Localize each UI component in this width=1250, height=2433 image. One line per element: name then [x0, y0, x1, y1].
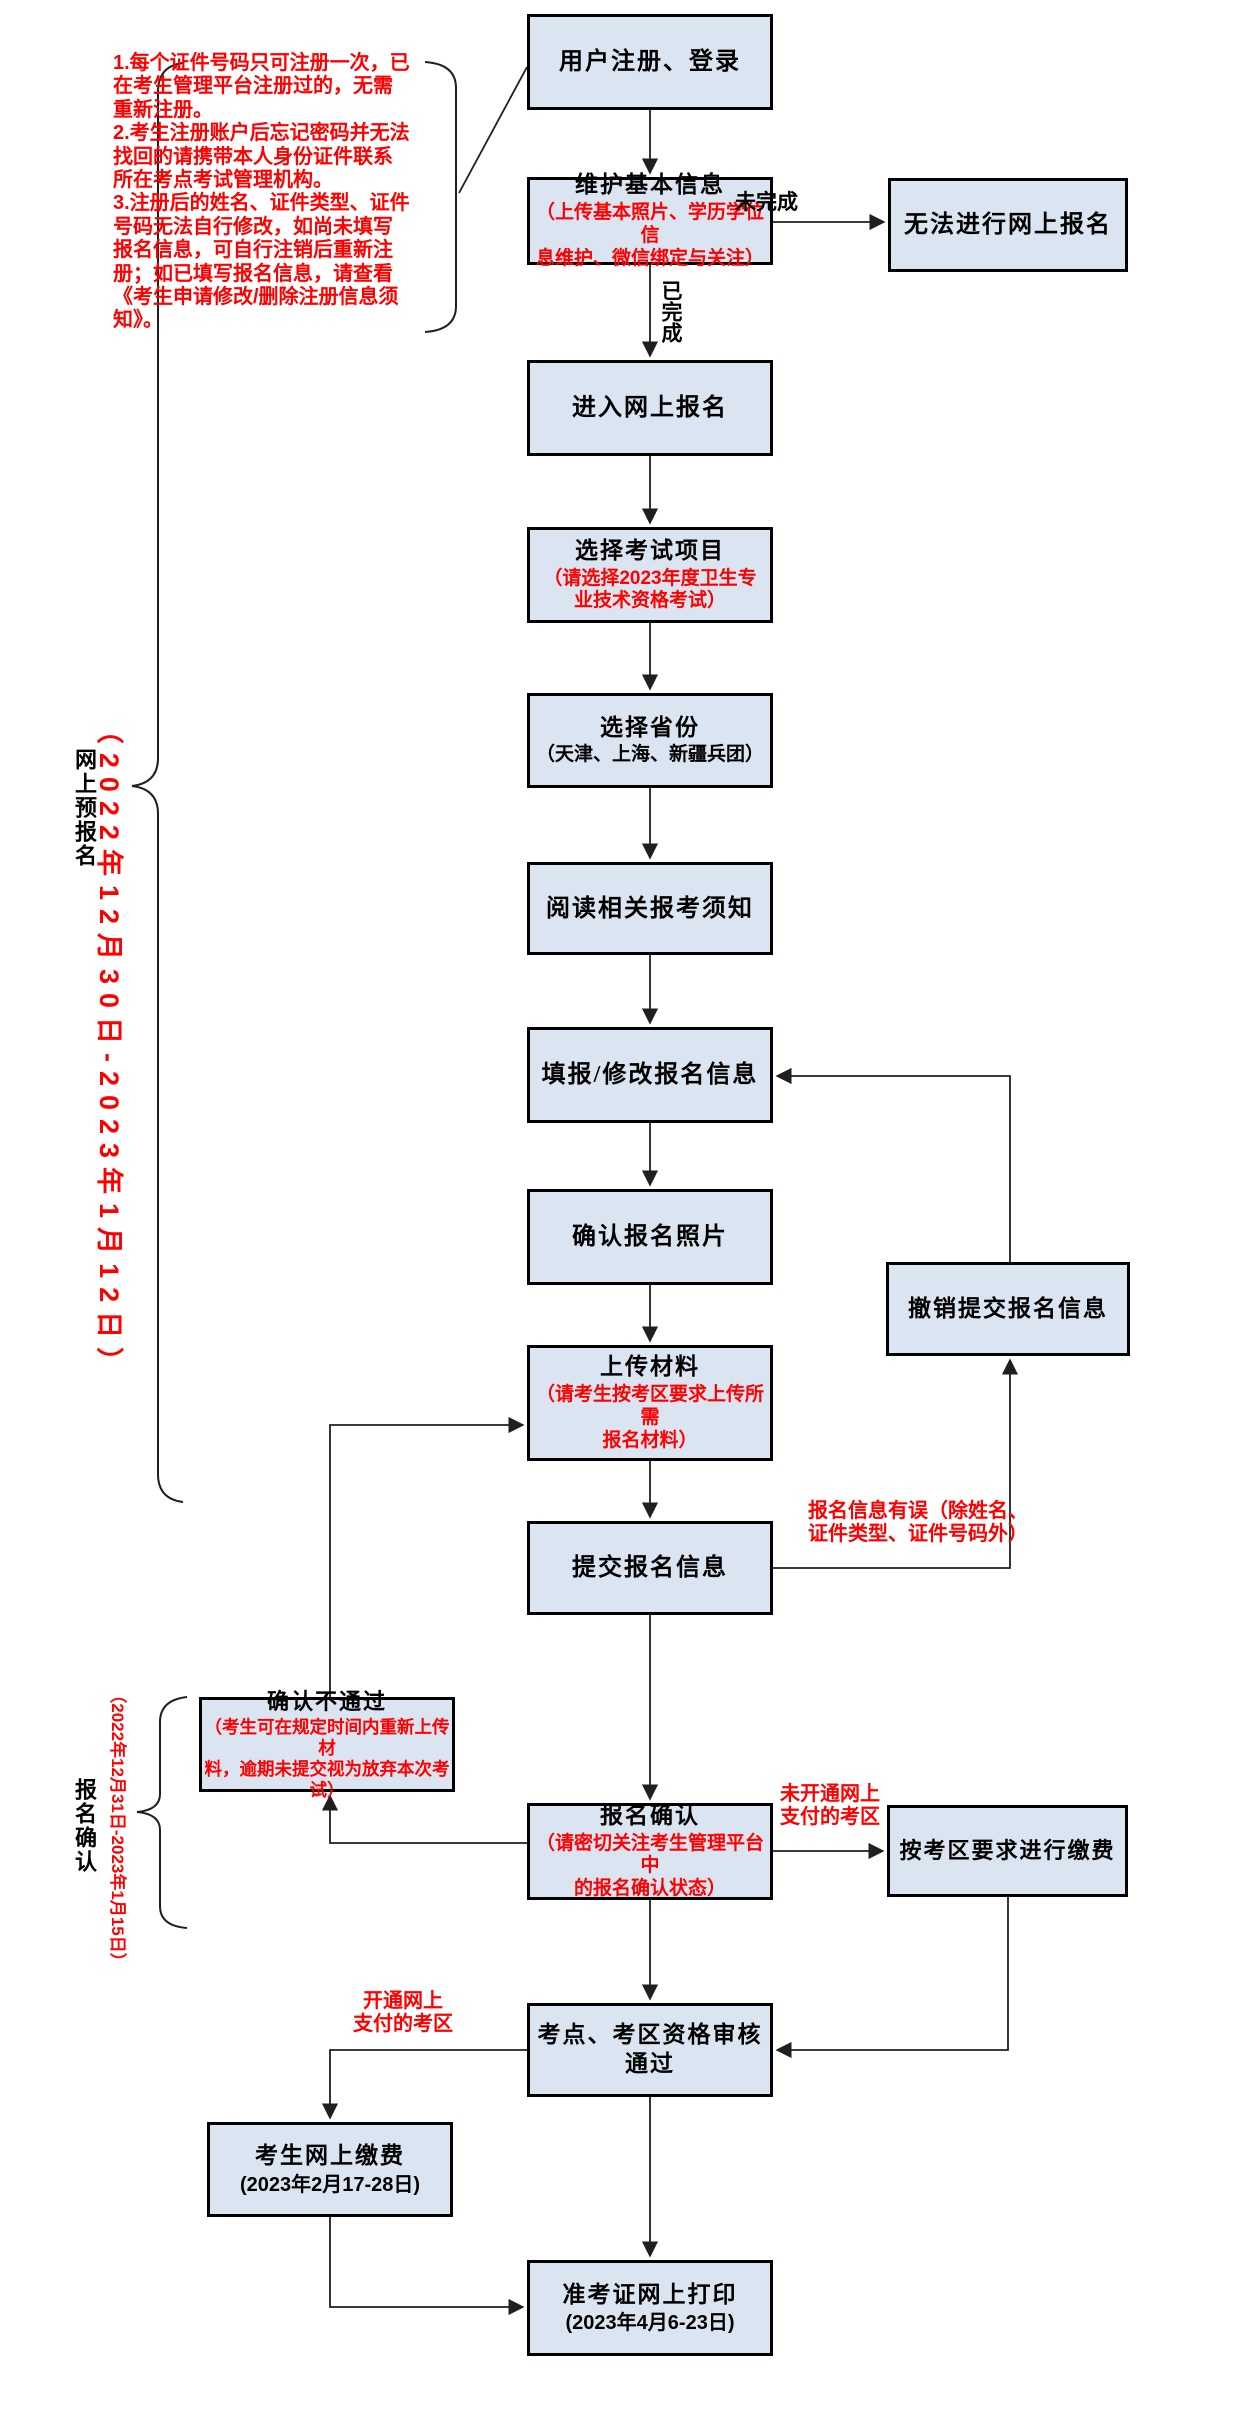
phase-pre-date: （2022年12月30日-2023年1月12日） [94, 716, 124, 1384]
phase-confirm-brace [136, 1696, 188, 1929]
node-confirm-fail: 确认不通过 （考生可在规定时间内重新上传材 料，逾期未提交视为放弃本次考试） [199, 1689, 455, 1800]
node-read-notice: 阅读相关报考须知 [527, 862, 773, 955]
phase-confirm-label: 报名确认 [72, 1778, 97, 1874]
phase-confirm-date: （2022年12月31日-2023年1月15日） [108, 1686, 127, 1970]
arrow-confirm-to-fail [321, 1794, 527, 1844]
node-pay-by-area: 按考区要求进行缴费 [887, 1805, 1128, 1897]
node-qualification-review: 考点、考区资格审核 通过 [527, 2003, 773, 2097]
node-registration-confirm: 报名确认 （请密切关注考生管理平台中 的报名确认状态） [527, 1803, 773, 1900]
arrow-review-to-payment [321, 2049, 527, 2120]
node-online-payment: 考生网上缴费 (2023年2月17-28日) [207, 2122, 453, 2217]
arrow-payment-to-print [329, 2217, 525, 2316]
annotation-pointer-line [458, 66, 528, 194]
node-cancel-submission: 撤销提交报名信息 [886, 1262, 1130, 1356]
node-maintain-info: 维护基本信息 （上传基本照片、学历学位信 息维护、微信绑定与关注） [527, 172, 773, 269]
edge-label-not-open-pay: 未开通网上 支付的考区 [780, 1783, 880, 1828]
arrow-payarea-to-review [775, 1897, 1009, 2059]
edge-label-open-pay: 开通网上 支付的考区 [353, 1990, 453, 2035]
node-user-register: 用户注册、登录 [527, 14, 773, 110]
edge-label-not-done: 未完成 [735, 190, 798, 214]
edge-label-done: 已完成 [659, 280, 683, 343]
node-submit-info: 提交报名信息 [527, 1521, 773, 1615]
edge-label-info-error: 报名信息有误（除姓名、 证件类型、证件号码外） [808, 1500, 1028, 1545]
node-enter-registration: 进入网上报名 [527, 360, 773, 456]
node-fill-info: 填报/修改报名信息 [527, 1027, 773, 1123]
node-select-province: 选择省份 （天津、上海、新疆兵团） [527, 693, 773, 788]
node-select-exam: 选择考试项目 （请选择2023年度卫生专 业技术资格考试） [527, 527, 773, 623]
node-cannot-register: 无法进行网上报名 [888, 178, 1128, 272]
arrow-fail-to-upload [329, 1416, 525, 1697]
node-upload-materials: 上传材料 （请考生按考区要求上传所需 报名材料） [527, 1345, 773, 1461]
arrow-cancel-to-fill [775, 1067, 1011, 1262]
phase-pre-label: 网上预报名 [72, 748, 97, 868]
registration-notes: 1.每个证件号码只可注册一次，已 在考生管理平台注册过的，无需 重新注册。 2.… [113, 52, 410, 332]
node-confirm-photo: 确认报名照片 [527, 1189, 773, 1285]
node-print-ticket: 准考证网上打印 (2023年4月6-23日) [527, 2260, 773, 2356]
